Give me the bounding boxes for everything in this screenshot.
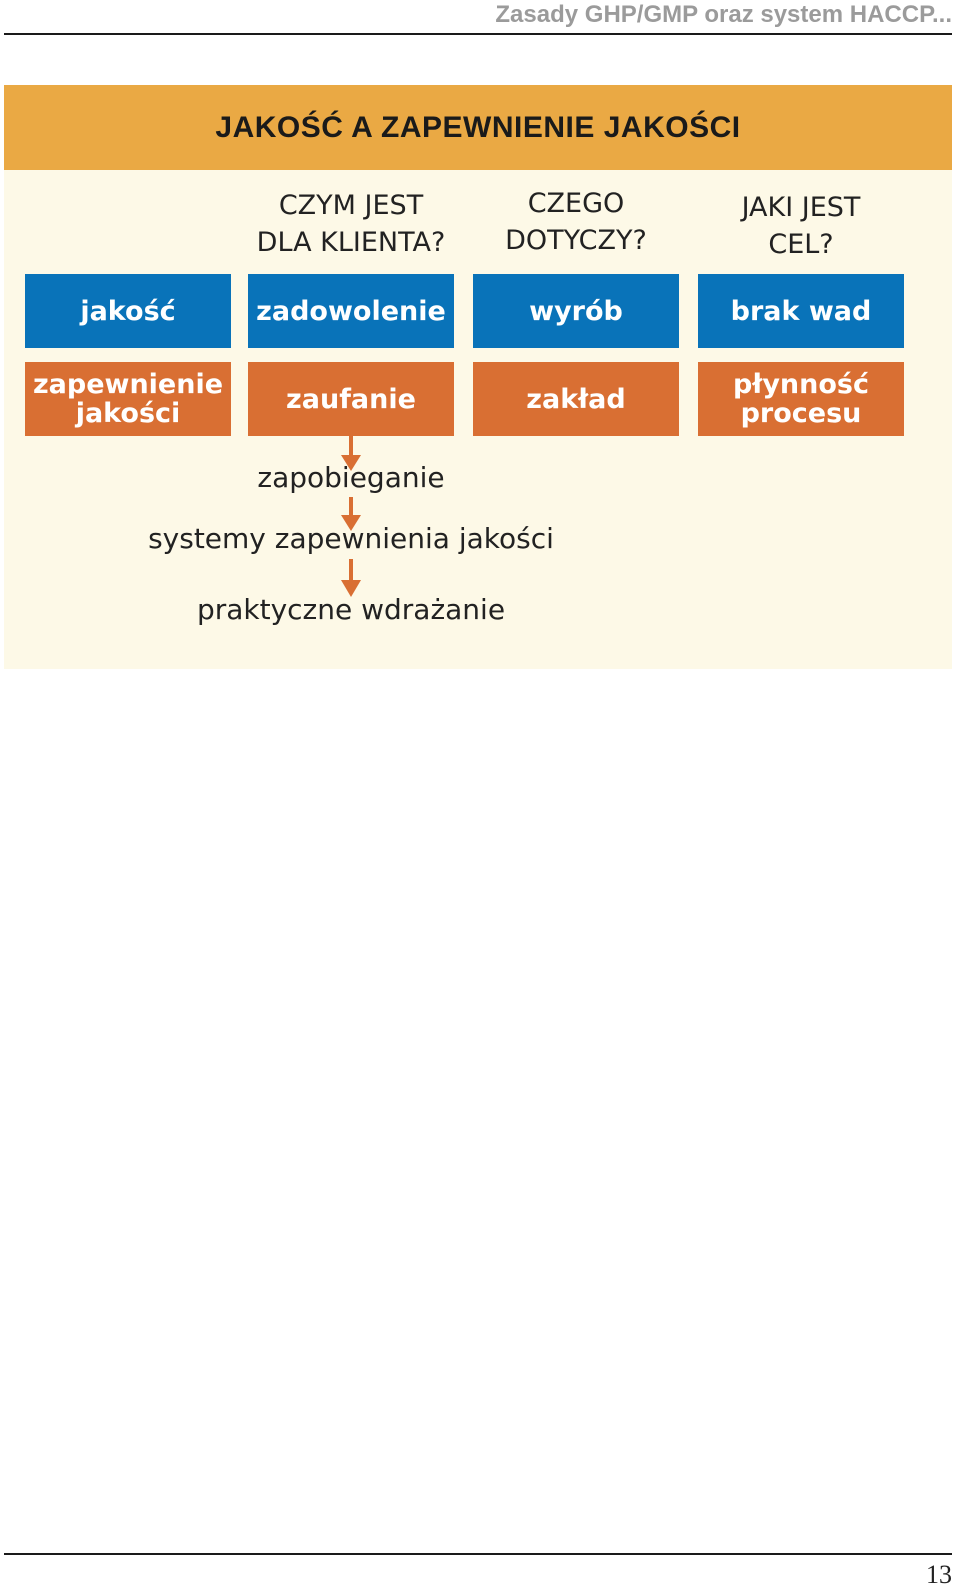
header-rule bbox=[4, 33, 952, 35]
diagram-title: JAKOŚĆ A ZAPEWNIENIE JAKOŚCI bbox=[215, 110, 741, 144]
box-satisfaction: zadowolenie bbox=[248, 274, 454, 348]
box-quality: jakość bbox=[25, 274, 231, 348]
flow-step-systems: systemy zapewnienia jakości bbox=[148, 522, 554, 555]
footer-rule bbox=[4, 1553, 952, 1555]
flow-step-implementation: praktyczne wdrażanie bbox=[196, 593, 506, 626]
box-process-flow: płynność procesu bbox=[698, 362, 904, 436]
flow-arrows bbox=[341, 436, 361, 597]
page-number: 13 bbox=[926, 1560, 952, 1589]
box-no-defects: brak wad bbox=[698, 274, 904, 348]
column-header-scope: CZEGO DOTYCZY? bbox=[505, 188, 647, 256]
box-quality-assurance: zapewnienie jakości bbox=[25, 362, 231, 436]
diagram-title-bar: JAKOŚĆ A ZAPEWNIENIE JAKOŚCI bbox=[4, 85, 952, 170]
box-product: wyrób bbox=[473, 274, 679, 348]
arrow-down-icon bbox=[341, 559, 361, 597]
running-header: Zasady GHP/GMP oraz system HACCP... bbox=[495, 1, 952, 28]
box-trust: zaufanie bbox=[248, 362, 454, 436]
arrow-down-icon bbox=[341, 436, 361, 471]
diagram-panel: JAKOŚĆ A ZAPEWNIENIE JAKOŚCI CZYM JEST D… bbox=[4, 85, 952, 669]
flow-step-prevention: zapobieganie bbox=[257, 461, 445, 494]
arrow-down-icon bbox=[341, 497, 361, 531]
column-header-client: CZYM JEST DLA KLIENTA? bbox=[256, 190, 446, 258]
box-plant: zakład bbox=[473, 362, 679, 436]
column-header-goal: JAKI JEST CEL? bbox=[741, 192, 861, 260]
